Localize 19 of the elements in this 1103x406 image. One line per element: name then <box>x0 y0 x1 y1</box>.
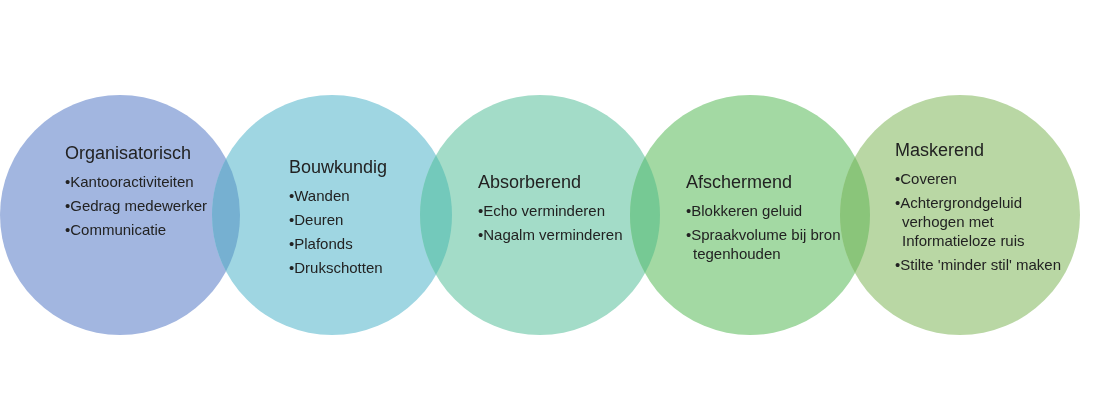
bullet-item: •Drukschotten <box>289 258 384 277</box>
bullet-item: •Communicatie <box>65 220 168 239</box>
bullet-item: •Stilte 'minder stil' maken <box>895 255 1063 274</box>
bullet-item: •Gedrag medewerker <box>65 196 208 215</box>
bullet-item: •Nagalm verminderen <box>478 225 624 244</box>
circle-heading: Bouwkundig <box>289 157 389 178</box>
circle-heading: Maskerend <box>895 140 986 161</box>
bullet-item: •Blokkeren geluid <box>686 201 804 220</box>
bullet-item: •Echo verminderen <box>478 201 606 220</box>
bullet-item: •Spraakvolume bij bron tegenhouden <box>686 225 841 263</box>
bullet-item: •Kantooractiviteiten <box>65 172 195 191</box>
bullet-item: •Wanden <box>289 186 351 205</box>
circle-heading: Absorberend <box>478 172 583 193</box>
bullet-item: •Deuren <box>289 210 345 229</box>
bullet-item: •Plafonds <box>289 234 354 253</box>
bullet-item: •Coveren <box>895 169 958 188</box>
circle-heading: Afschermend <box>686 172 794 193</box>
bullet-item: •Achtergrondgeluid verhogen met Informatieloze ruis <box>895 193 1026 250</box>
circle-heading: Organisatorisch <box>65 143 193 164</box>
